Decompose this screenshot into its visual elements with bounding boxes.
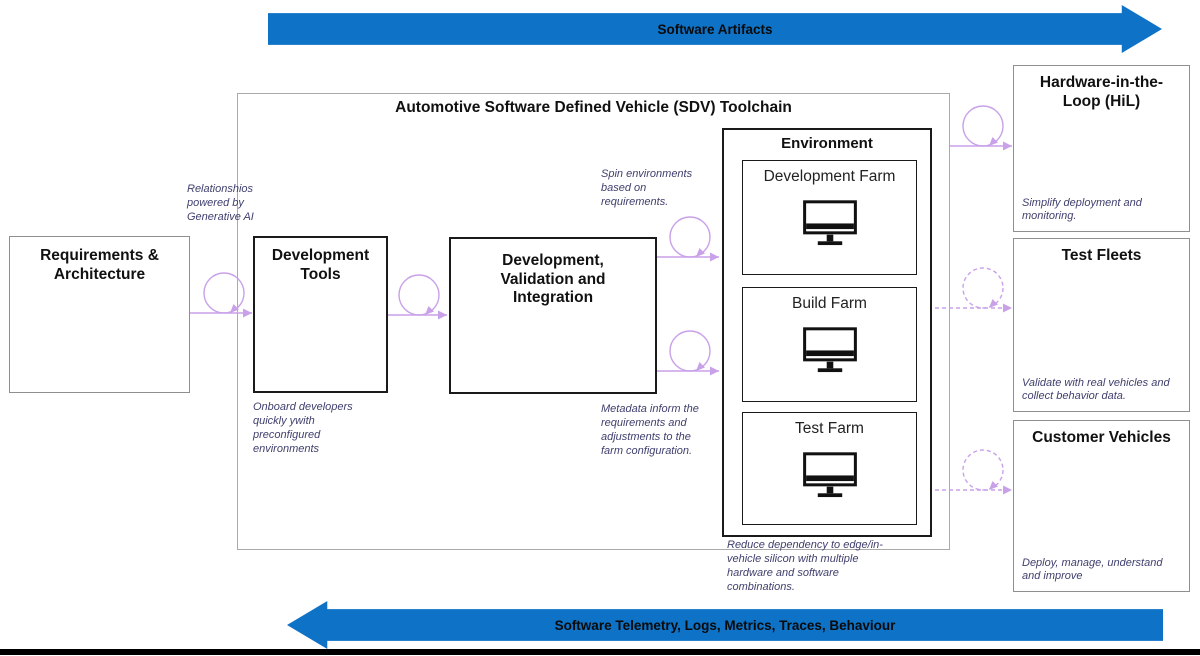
bottom-divider-bar [0, 649, 1200, 655]
development-validation-integration-title: Development, Validation and Integration [500, 252, 606, 307]
development-tools-box: Development Tools [253, 236, 388, 393]
development-validation-integration-box: Development, Validation and Integration [449, 237, 657, 394]
build-farm-box: Build Farm [742, 287, 917, 402]
hardware-in-the-loop-box: Hardware-in-the- Loop (HiL) Simplify dep… [1013, 65, 1190, 232]
development-farm-box: Development Farm [742, 160, 917, 275]
annotation-generative-ai: Relationshios powered by Generative AI [187, 183, 254, 223]
test-fleets-title: Test Fleets [1061, 247, 1142, 264]
software-artifacts-label: Software Artifacts [657, 21, 773, 37]
environment-box: Environment Development Farm Build Farm [722, 128, 932, 537]
software-telemetry-arrow: Software Telemetry, Logs, Metrics, Trace… [287, 601, 1163, 649]
software-artifacts-arrow: Software Artifacts [268, 5, 1162, 53]
monitor-icon [801, 199, 859, 251]
annotation-onboard-developers: Onboard developers quickly ywith preconf… [253, 401, 353, 455]
test-fleets-box: Test Fleets Validate with real vehicles … [1013, 238, 1190, 412]
test-fleets-note: Validate with real vehicles and collect … [1022, 376, 1170, 403]
development-farm-label: Development Farm [763, 168, 896, 185]
monitor-icon [801, 451, 859, 503]
customer-vehicles-box: Customer Vehicles Deploy, manage, unders… [1013, 420, 1190, 592]
build-farm-label: Build Farm [792, 295, 867, 312]
loop-arrow-toolchain-to-hil [950, 105, 1012, 151]
monitor-icon [801, 326, 859, 378]
test-farm-label: Test Farm [795, 420, 864, 437]
annotation-metadata-informs: Metadata inform the requirements and adj… [601, 403, 699, 457]
sdv-toolchain-title: Automotive Software Defined Vehicle (SDV… [395, 99, 792, 116]
sdv-toolchain-box: Automotive Software Defined Vehicle (SDV… [237, 93, 950, 550]
test-farm-box: Test Farm [742, 412, 917, 525]
software-telemetry-label: Software Telemetry, Logs, Metrics, Trace… [554, 617, 896, 633]
customer-vehicles-note: Deploy, manage, understand and improve [1022, 556, 1163, 583]
annotation-spin-environments: Spin environments based on requirements. [601, 168, 693, 208]
requirements-architecture-title: Requirements & Architecture [40, 247, 159, 283]
annotation-reduce-dependency: Reduce dependency to edge/in- vehicle si… [727, 539, 883, 593]
customer-vehicles-title: Customer Vehicles [1032, 429, 1171, 446]
hardware-in-the-loop-note: Simplify deployment and monitoring. [1022, 196, 1142, 223]
hardware-in-the-loop-title: Hardware-in-the- Loop (HiL) [1039, 74, 1164, 110]
environment-title: Environment [781, 135, 873, 152]
development-tools-title: Development Tools [271, 247, 370, 283]
requirements-architecture-box: Requirements & Architecture [9, 236, 190, 393]
